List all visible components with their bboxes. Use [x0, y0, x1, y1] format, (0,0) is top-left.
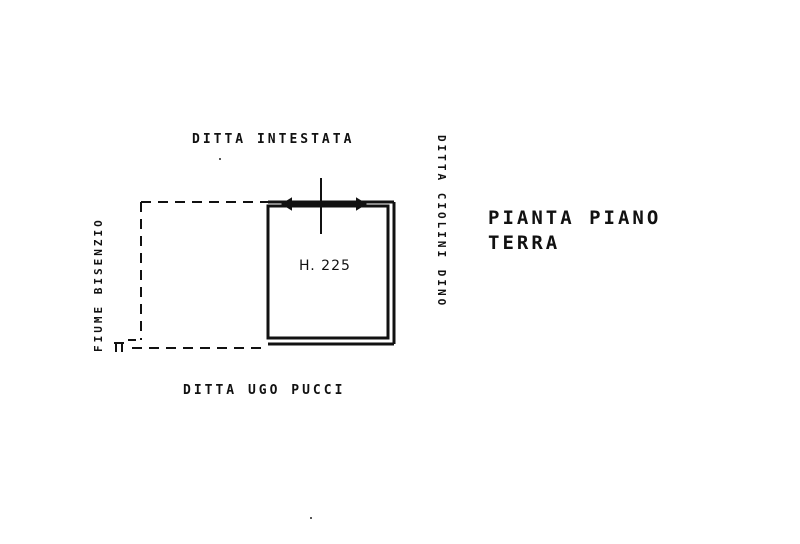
label-ditta-ciolini-dino: DITTA CIOLINI DINO [435, 135, 448, 309]
mark-dot-top [219, 158, 221, 160]
label-ditta-ugo-pucci: DITTA UGO PUCCI [183, 383, 346, 398]
section-mark [281, 178, 367, 234]
mark-dot-bottom [310, 517, 312, 519]
boundary-marker [114, 342, 124, 352]
label-fiume-bisenzio: FIUME BISENZIO [92, 217, 105, 352]
label-ditta-intestata: DITTA INTESTATA [192, 132, 355, 147]
title-line-1: PIANTA PIANO [488, 207, 662, 229]
room-height-label: H. 225 [299, 258, 351, 274]
building-walls [266, 200, 396, 346]
drawing-title: PIANTA PIANO TERRA [488, 206, 661, 256]
title-line-2: TERRA [488, 232, 561, 254]
lot-boundary-dashed [128, 201, 268, 349]
